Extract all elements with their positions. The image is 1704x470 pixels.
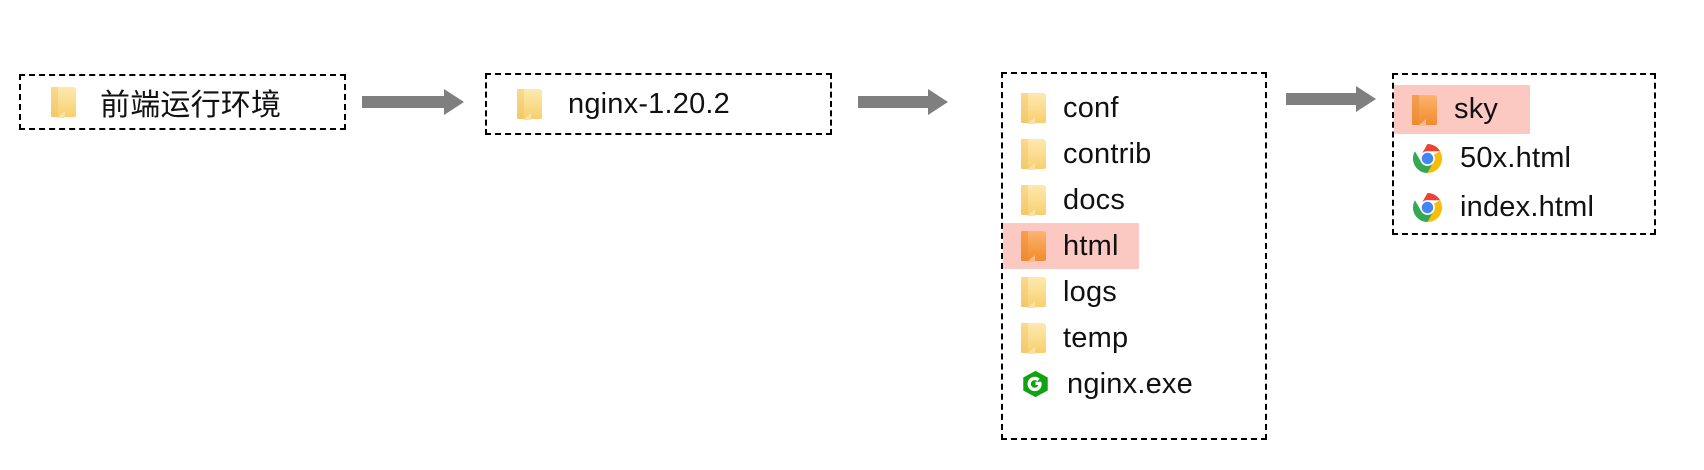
folder-icon <box>1021 139 1046 170</box>
arrow-right-icon <box>362 89 464 115</box>
folder-icon <box>1021 323 1046 354</box>
list-item-label: temp <box>1063 321 1129 354</box>
folder-icon <box>51 87 76 118</box>
list-item-highlighted[interactable]: sky <box>1394 85 1531 134</box>
arrow-right-icon <box>1286 86 1376 112</box>
folder-icon <box>1021 185 1046 216</box>
list-item[interactable]: docs <box>1003 177 1125 223</box>
list-item-label: html <box>1063 229 1119 262</box>
folder-label: 前端运行环境 <box>100 89 282 122</box>
list-item-label: 50x.html <box>1460 142 1572 174</box>
node-html-contents[interactable]: sky 50x.html <box>1392 73 1656 235</box>
folder-label: nginx-1.20.2 <box>568 87 731 120</box>
folder-icon <box>517 89 542 120</box>
chrome-icon <box>1412 192 1443 223</box>
list-item-label: nginx.exe <box>1067 367 1193 400</box>
node-frontend-env[interactable]: 前端运行环境 <box>19 74 346 130</box>
list-item-label: docs <box>1063 183 1126 216</box>
folder-row[interactable]: nginx-1.20.2 <box>487 75 830 133</box>
list-item[interactable]: contrib <box>1003 131 1151 177</box>
node-nginx-package[interactable]: nginx-1.20.2 <box>485 73 832 135</box>
list-item[interactable]: nginx.exe <box>1003 361 1193 407</box>
list-item-highlighted[interactable]: html <box>1003 223 1139 269</box>
list-item[interactable]: temp <box>1003 315 1128 361</box>
folder-row[interactable]: 前端运行环境 <box>21 76 344 128</box>
list-item-label: sky <box>1454 93 1499 125</box>
folder-icon <box>1412 94 1437 126</box>
file-list: sky 50x.html <box>1394 75 1654 232</box>
list-item-label: contrib <box>1063 137 1152 170</box>
list-item-label: conf <box>1063 91 1119 124</box>
file-list: conf contrib docs html <box>1003 74 1265 407</box>
list-item[interactable]: index.html <box>1394 183 1594 232</box>
arrow-right-icon <box>858 89 948 115</box>
list-item[interactable]: logs <box>1003 269 1117 315</box>
folder-icon <box>1021 93 1046 124</box>
list-item[interactable]: conf <box>1003 85 1119 131</box>
folder-icon <box>1021 277 1046 308</box>
list-item-label: logs <box>1063 275 1117 308</box>
folder-icon <box>1021 231 1046 262</box>
list-item[interactable]: 50x.html <box>1394 134 1571 183</box>
nginx-exe-icon <box>1023 370 1048 398</box>
chrome-icon <box>1412 143 1443 174</box>
node-nginx-contents[interactable]: conf contrib docs html <box>1001 72 1267 440</box>
list-item-label: index.html <box>1460 191 1595 223</box>
